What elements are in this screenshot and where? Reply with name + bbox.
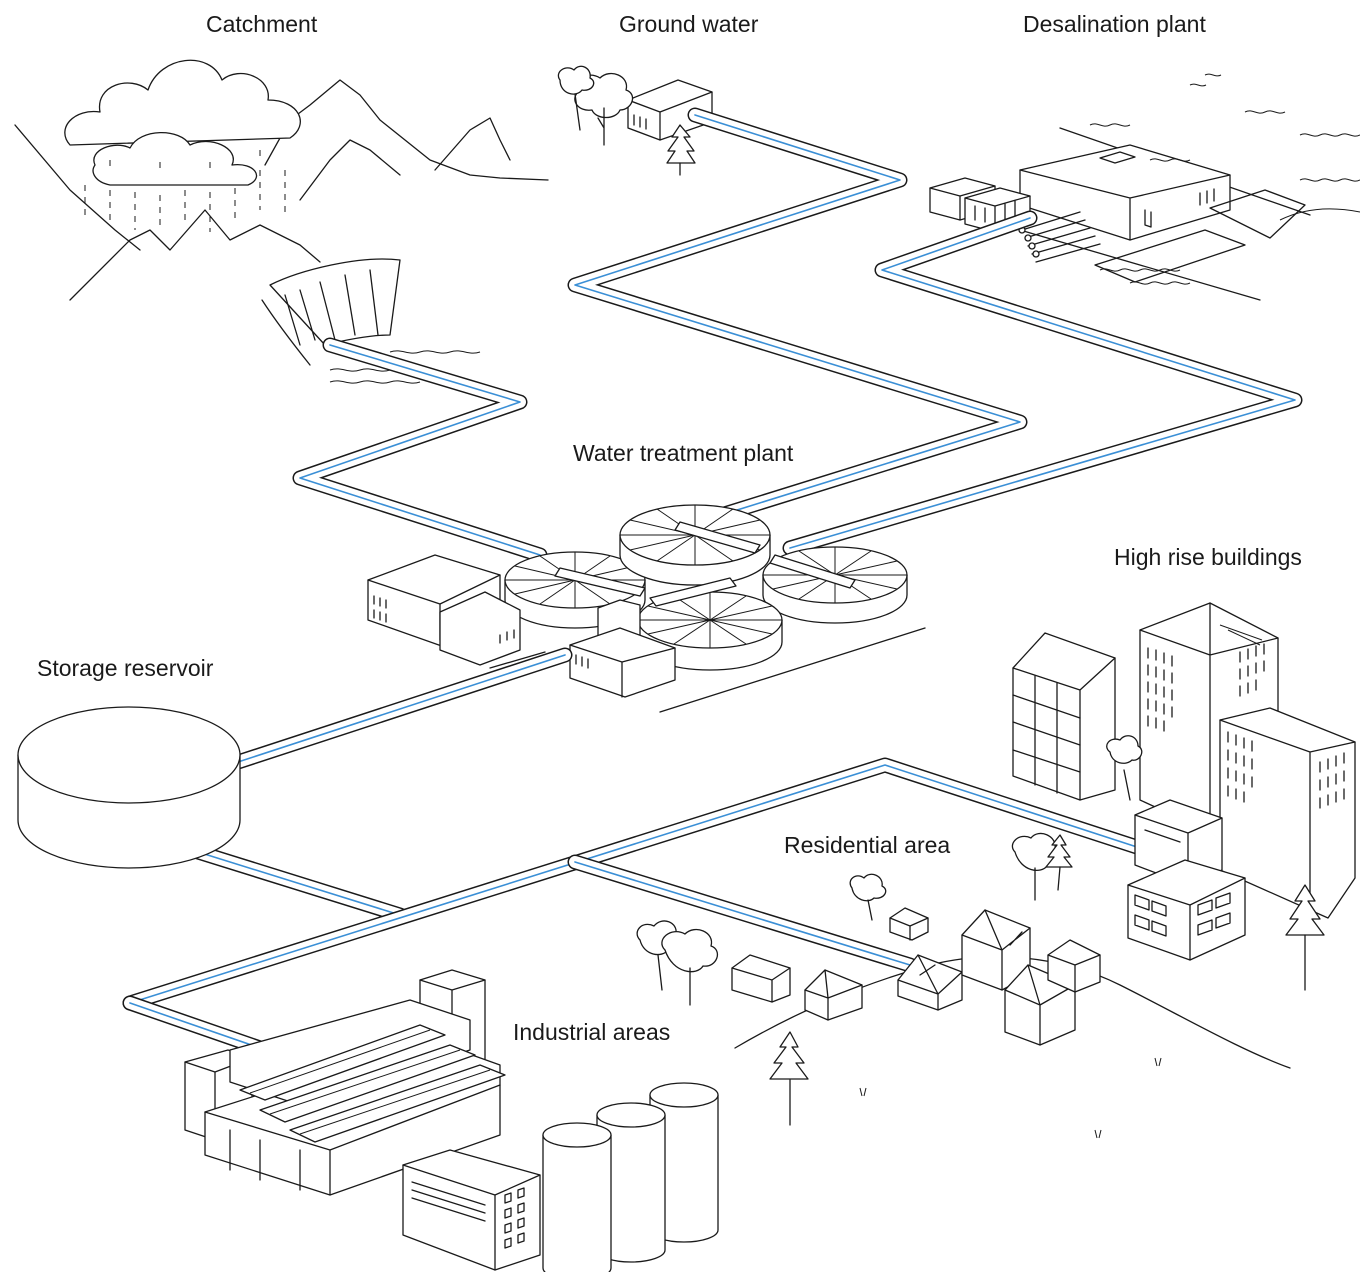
label-industrial-areas: Industrial areas <box>513 1019 671 1045</box>
main-building <box>1019 144 1231 241</box>
office-block <box>402 1149 541 1271</box>
tower-middle-windows <box>1147 643 1265 732</box>
rain-cloud <box>64 59 301 232</box>
high-rise-buildings-illustration <box>1012 602 1356 991</box>
label-catchment: Catchment <box>206 11 318 37</box>
grass-tufts <box>859 1057 1162 1139</box>
sea-waves <box>1089 73 1360 285</box>
pump-house <box>627 79 713 141</box>
tower-left <box>1012 632 1116 801</box>
pipe-bundle <box>1018 211 1101 263</box>
pipe-network-upper <box>292 107 1303 563</box>
low-buildings <box>1127 799 1246 961</box>
tower-right-windows <box>1227 731 1345 809</box>
clarifier-tanks <box>504 504 908 671</box>
residential-trees <box>636 832 1073 1126</box>
pools <box>1094 189 1306 283</box>
label-ground-water: Ground water <box>619 11 759 37</box>
houses <box>731 907 1101 1046</box>
label-storage-reservoir: Storage reservoir <box>37 655 214 681</box>
lower-pipe-network <box>122 647 1148 1056</box>
treatment-buildings <box>367 554 676 698</box>
ground-water-illustration <box>557 65 713 176</box>
high-rise-trees <box>1106 735 1325 991</box>
mountains <box>14 79 549 301</box>
silos <box>542 1082 719 1277</box>
trees <box>557 65 696 176</box>
label-high-rise-buildings: High rise buildings <box>1114 544 1302 570</box>
label-water-treatment-plant: Water treatment plant <box>573 440 794 466</box>
water-treatment-plant-illustration <box>367 504 926 713</box>
label-residential-area: Residential area <box>784 832 951 858</box>
industrial-areas-illustration <box>184 969 719 1277</box>
catchment-illustration <box>14 59 549 384</box>
residential-area-illustration <box>636 832 1291 1139</box>
label-desalination-plant: Desalination plant <box>1023 11 1206 37</box>
factory-hall <box>184 999 506 1196</box>
storage-reservoir-illustration <box>17 706 241 869</box>
rain-drops <box>84 150 286 232</box>
desalination-plant-illustration <box>929 73 1360 301</box>
